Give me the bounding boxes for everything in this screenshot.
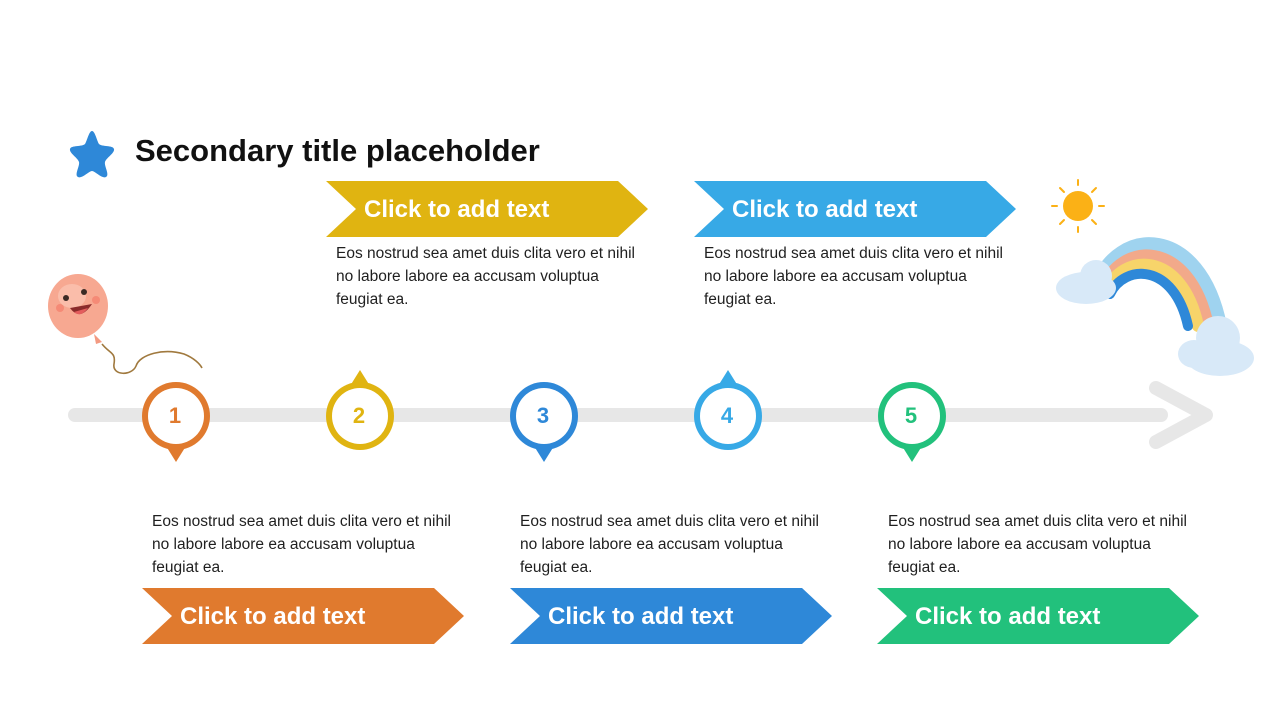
banner-label[interactable]: Click to add text: [364, 196, 550, 223]
banner-label[interactable]: Click to add text: [732, 196, 918, 223]
marker-number: 2: [352, 403, 366, 428]
star-icon: [69, 131, 115, 178]
timeline-marker-3: 3: [509, 382, 579, 478]
step-1-description: Eos nostrud sea amet duis clita vero et …: [152, 513, 451, 576]
step-1-banner[interactable]: Click to add text: [142, 588, 464, 644]
timeline-marker-5: 5: [877, 382, 947, 478]
sun-icon: [1051, 179, 1105, 233]
timeline-marker-2: 2: [325, 368, 395, 464]
step-3-banner[interactable]: Click to add text: [510, 588, 832, 644]
timeline-marker-1: 1: [141, 382, 211, 478]
marker-number: 3: [536, 403, 550, 428]
marker-number: 1: [168, 403, 182, 428]
marker-number: 5: [904, 403, 918, 428]
banner-label[interactable]: Click to add text: [548, 603, 734, 630]
step-5-description: Eos nostrud sea amet duis clita vero et …: [888, 513, 1187, 576]
step-4-description: Eos nostrud sea amet duis clita vero et …: [704, 245, 1003, 308]
timeline-bar: [68, 408, 1168, 422]
step-5-banner[interactable]: Click to add text: [877, 588, 1199, 644]
step-2-description: Eos nostrud sea amet duis clita vero et …: [336, 245, 635, 308]
step-4-banner[interactable]: Click to add text: [694, 181, 1016, 237]
step-2-banner[interactable]: Click to add text: [326, 181, 648, 237]
banner-label[interactable]: Click to add text: [915, 603, 1101, 630]
timeline-marker-4: 4: [693, 368, 763, 464]
timeline-arrowhead: [1149, 381, 1213, 449]
step-3-description: Eos nostrud sea amet duis clita vero et …: [520, 513, 819, 576]
marker-number: 4: [720, 403, 734, 428]
page-title: Secondary title placeholder: [135, 133, 540, 168]
banner-label[interactable]: Click to add text: [180, 603, 366, 630]
rainbow-sun-clouds-icon: [1051, 179, 1254, 376]
balloon-icon: [48, 274, 203, 375]
